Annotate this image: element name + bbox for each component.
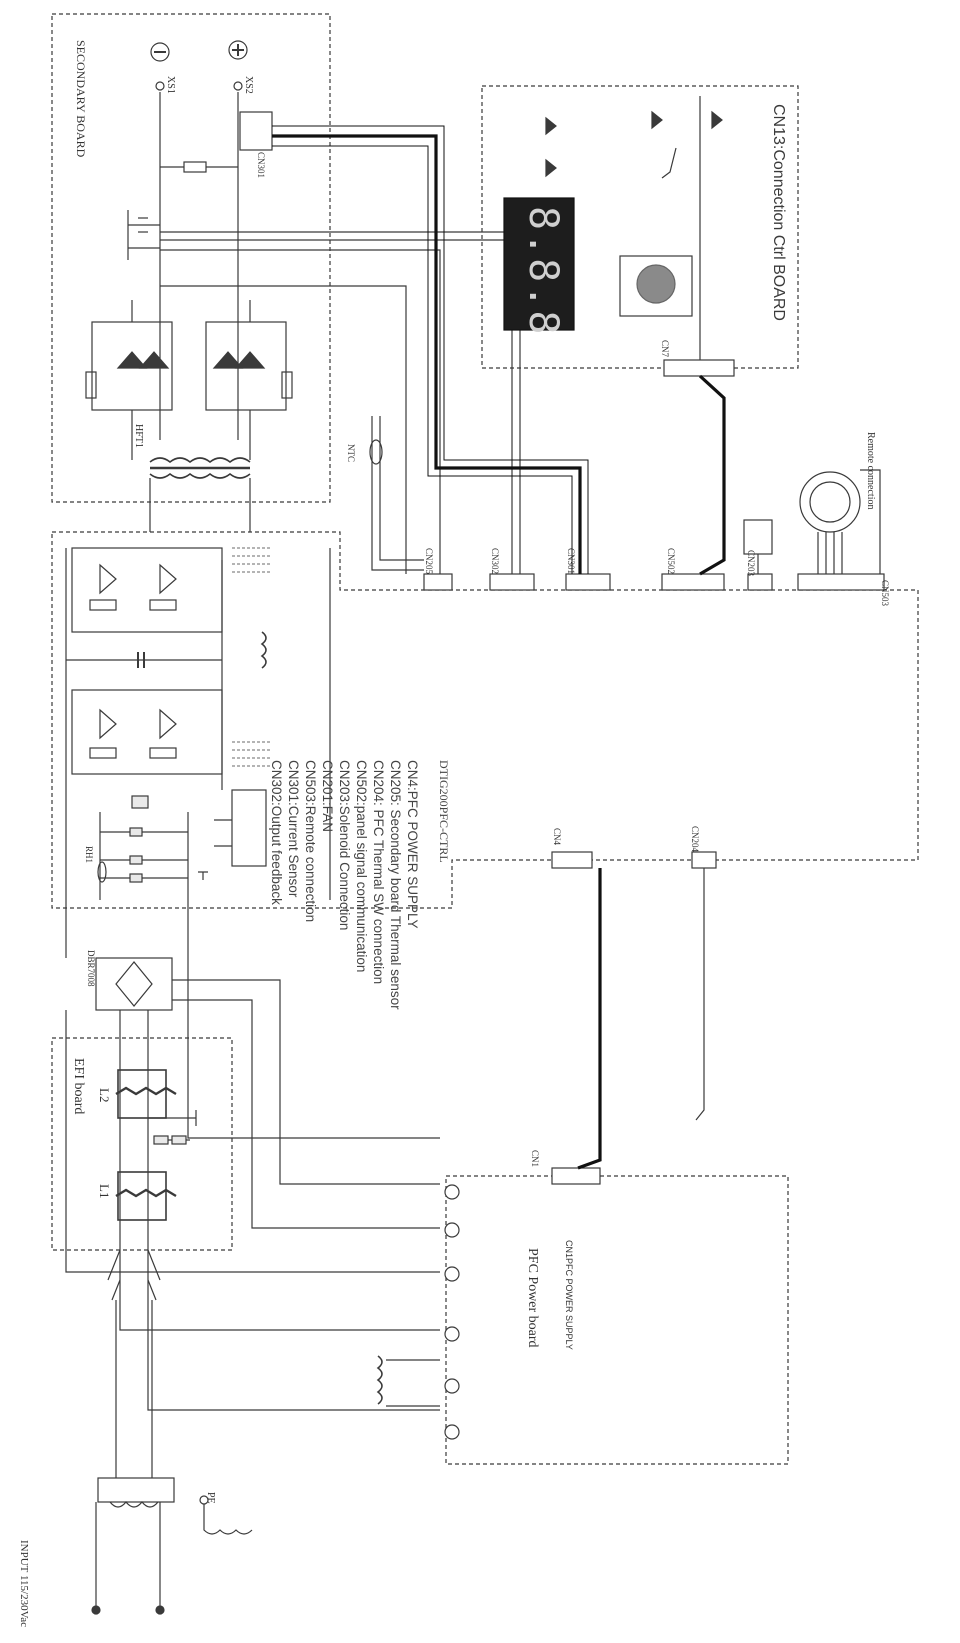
seven-seg-display <box>503 197 575 331</box>
connector-cn302 <box>489 573 535 591</box>
connector-cn502 <box>661 573 725 591</box>
xs1-label: XS1 <box>165 76 176 94</box>
secondary-board-outline <box>51 13 331 503</box>
connector-cn205 <box>423 573 453 591</box>
cn204-label: CN204 <box>690 826 700 853</box>
input-transformer <box>97 1477 175 1503</box>
transformer-label: HFT1 <box>133 424 144 448</box>
secondary-board-label: SECONDARY BOARD <box>74 40 88 158</box>
emi-board-label: EFI board <box>71 1058 86 1115</box>
pfc-board-outline <box>445 1175 789 1465</box>
input-switch <box>111 1279 157 1301</box>
legend-line: CN204: PFC Thermal SW connection <box>371 760 386 985</box>
connector-cn503 <box>797 573 885 591</box>
hall-sensor-label: CN301 <box>256 152 266 179</box>
shunt-resistor <box>183 161 207 173</box>
bold-harness-cn502 <box>698 374 726 576</box>
legend-line: CN205: Secondary board Thermal sensor <box>388 760 403 1010</box>
legend-line: CN302:Output feedback <box>269 760 284 905</box>
transformer-coil <box>149 457 251 464</box>
solenoid-valve <box>743 519 773 555</box>
pfc-inductor <box>376 1355 383 1405</box>
connector-cn4 <box>551 851 593 869</box>
connector-legend: DTIG200PFC-CTRL CN4:PFC POWER SUPPLY CN2… <box>268 760 452 1120</box>
legend-line: CN201:FAN <box>320 760 335 833</box>
choke-l2 <box>115 1188 177 1198</box>
legend-line: CN4:PFC POWER SUPPLY <box>405 760 420 929</box>
bold-harness-cn301 <box>272 134 582 574</box>
input-terminal-2 <box>155 1605 165 1615</box>
cn302-label: CN302 <box>490 548 500 575</box>
xs1-terminal <box>155 81 165 91</box>
connector-cn13 <box>663 359 735 377</box>
cn13-board-label: CN13:Connection Ctrl BOARD <box>770 104 787 321</box>
pfc-board-sublabel: CN1PFC POWER SUPPLY <box>564 1240 574 1350</box>
pfc-terminals <box>444 1184 460 1440</box>
legend-line: CN502:panel signal communication <box>354 760 369 973</box>
ctrl-board-outline <box>51 531 919 909</box>
cn203-label: CN203 <box>746 550 756 577</box>
remote-label: Remote connection <box>865 432 876 510</box>
xs2-terminal <box>233 81 243 91</box>
legend-title: DTIG200PFC-CTRL <box>437 760 451 863</box>
igbt-stage-bottom <box>71 689 223 775</box>
hall-sensor <box>239 111 273 151</box>
current-transformer <box>260 631 267 669</box>
cn301-label: CN301 <box>566 548 576 575</box>
xs2-label: XS2 <box>243 76 254 94</box>
connector-cn301 <box>565 573 611 591</box>
bridge-rectifier <box>95 957 173 1011</box>
rh1-label: RH1 <box>84 846 94 864</box>
ntc-sensor <box>369 439 383 465</box>
l1-label: L1 <box>97 1184 112 1199</box>
remote-connector <box>799 471 861 533</box>
inrush-relay <box>231 789 267 867</box>
ntc-label: NTC <box>346 444 356 462</box>
pfc-board-label: PFC Power board <box>525 1248 540 1348</box>
diode-block-right <box>205 321 287 411</box>
bridge-label: DBR7008 <box>86 950 96 987</box>
legend-line: CN503:Remote connection <box>303 760 318 923</box>
cn503-label: CN503 <box>880 580 890 607</box>
cn205-label: CN205 <box>424 548 434 575</box>
igbt-stage-top <box>71 547 223 633</box>
cn1-label: CN1 <box>530 1150 540 1168</box>
l2-label: L2 <box>97 1088 112 1103</box>
pe-label: PE <box>205 1492 216 1504</box>
display-digits: 8.8.8 <box>520 206 566 337</box>
legend-line: CN301:Current Sensor <box>286 760 301 898</box>
cn4-label: CN4 <box>552 828 562 846</box>
cn7-label: CN7 <box>660 340 670 358</box>
bold-harness-cn4 <box>577 868 602 1170</box>
connector-cn203 <box>747 573 773 591</box>
cn13-board-outline <box>481 85 799 369</box>
thermistor-rh1 <box>97 861 107 883</box>
plus-symbol-icon <box>228 40 248 60</box>
input-terminal-1 <box>91 1605 101 1615</box>
connector-cn1 <box>551 1167 601 1185</box>
minus-symbol-icon <box>150 42 170 62</box>
legend-line: CN203:Solenoid Connection <box>337 760 352 931</box>
choke-l1 <box>115 1086 177 1096</box>
dc-link-capacitors <box>100 827 188 883</box>
encoder-knob <box>636 264 676 304</box>
cn502-label: CN502 <box>666 548 676 575</box>
input-label: INPUT 115/230Vac <box>18 1540 30 1628</box>
connector-cn204 <box>691 851 717 869</box>
